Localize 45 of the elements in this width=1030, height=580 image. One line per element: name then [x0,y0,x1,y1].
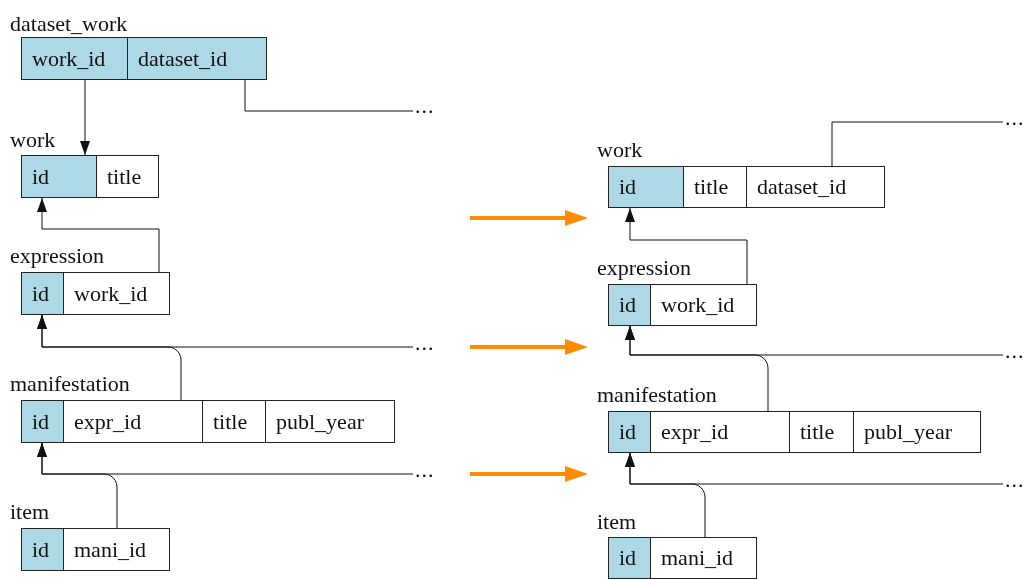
primary-key-cell: work_id [21,37,128,80]
ellipsis: ... [415,336,447,350]
table-name: dataset_work [10,12,128,36]
primary-key-cell: id [21,528,64,571]
column-cell: mani_id [63,528,170,571]
connector-arrow [625,452,706,538]
column-cell: mani_id [650,537,757,579]
column-cell: work_id [650,284,757,326]
ellipsis: ... [415,99,447,113]
column-cell: dataset_id [746,166,885,208]
column-cell: title [96,155,159,198]
ellipsis: ... [1005,111,1030,125]
column-cell: expr_id [650,411,790,453]
table-name: work [10,128,56,152]
table-name: manifestation [597,383,717,407]
connector-arrow [37,197,160,273]
column-cell: title [789,411,854,453]
connector-arrow [37,314,182,401]
primary-key-cell: id [21,400,64,443]
primary-key-cell: id [608,537,651,579]
primary-key-cell: id [21,272,64,315]
column-cell: title [683,166,747,208]
table-name: item [597,510,637,534]
table-name: expression [10,244,105,268]
table-name: manifestation [10,372,130,396]
connector-arrow [37,442,118,529]
column-cell: title [202,400,266,443]
column-cell: publ_year [265,400,395,443]
connector-arrow [625,207,748,285]
connector-arrow [625,325,769,412]
primary-key-cell: dataset_id [127,37,267,80]
table-name: expression [597,256,692,280]
column-cell: publ_year [853,411,981,453]
column-cell: work_id [63,272,170,315]
primary-key-cell: id [21,155,97,198]
table-name: work [597,138,643,162]
primary-key-cell: id [608,284,651,326]
ellipsis: ... [1005,473,1030,487]
ellipsis: ... [415,463,447,477]
primary-key-cell: id [608,166,684,208]
column-cell: expr_id [63,400,203,443]
table-name: item [10,500,50,524]
connector-arrow [80,79,90,156]
ellipsis: ... [1005,344,1030,358]
primary-key-cell: id [608,411,651,453]
